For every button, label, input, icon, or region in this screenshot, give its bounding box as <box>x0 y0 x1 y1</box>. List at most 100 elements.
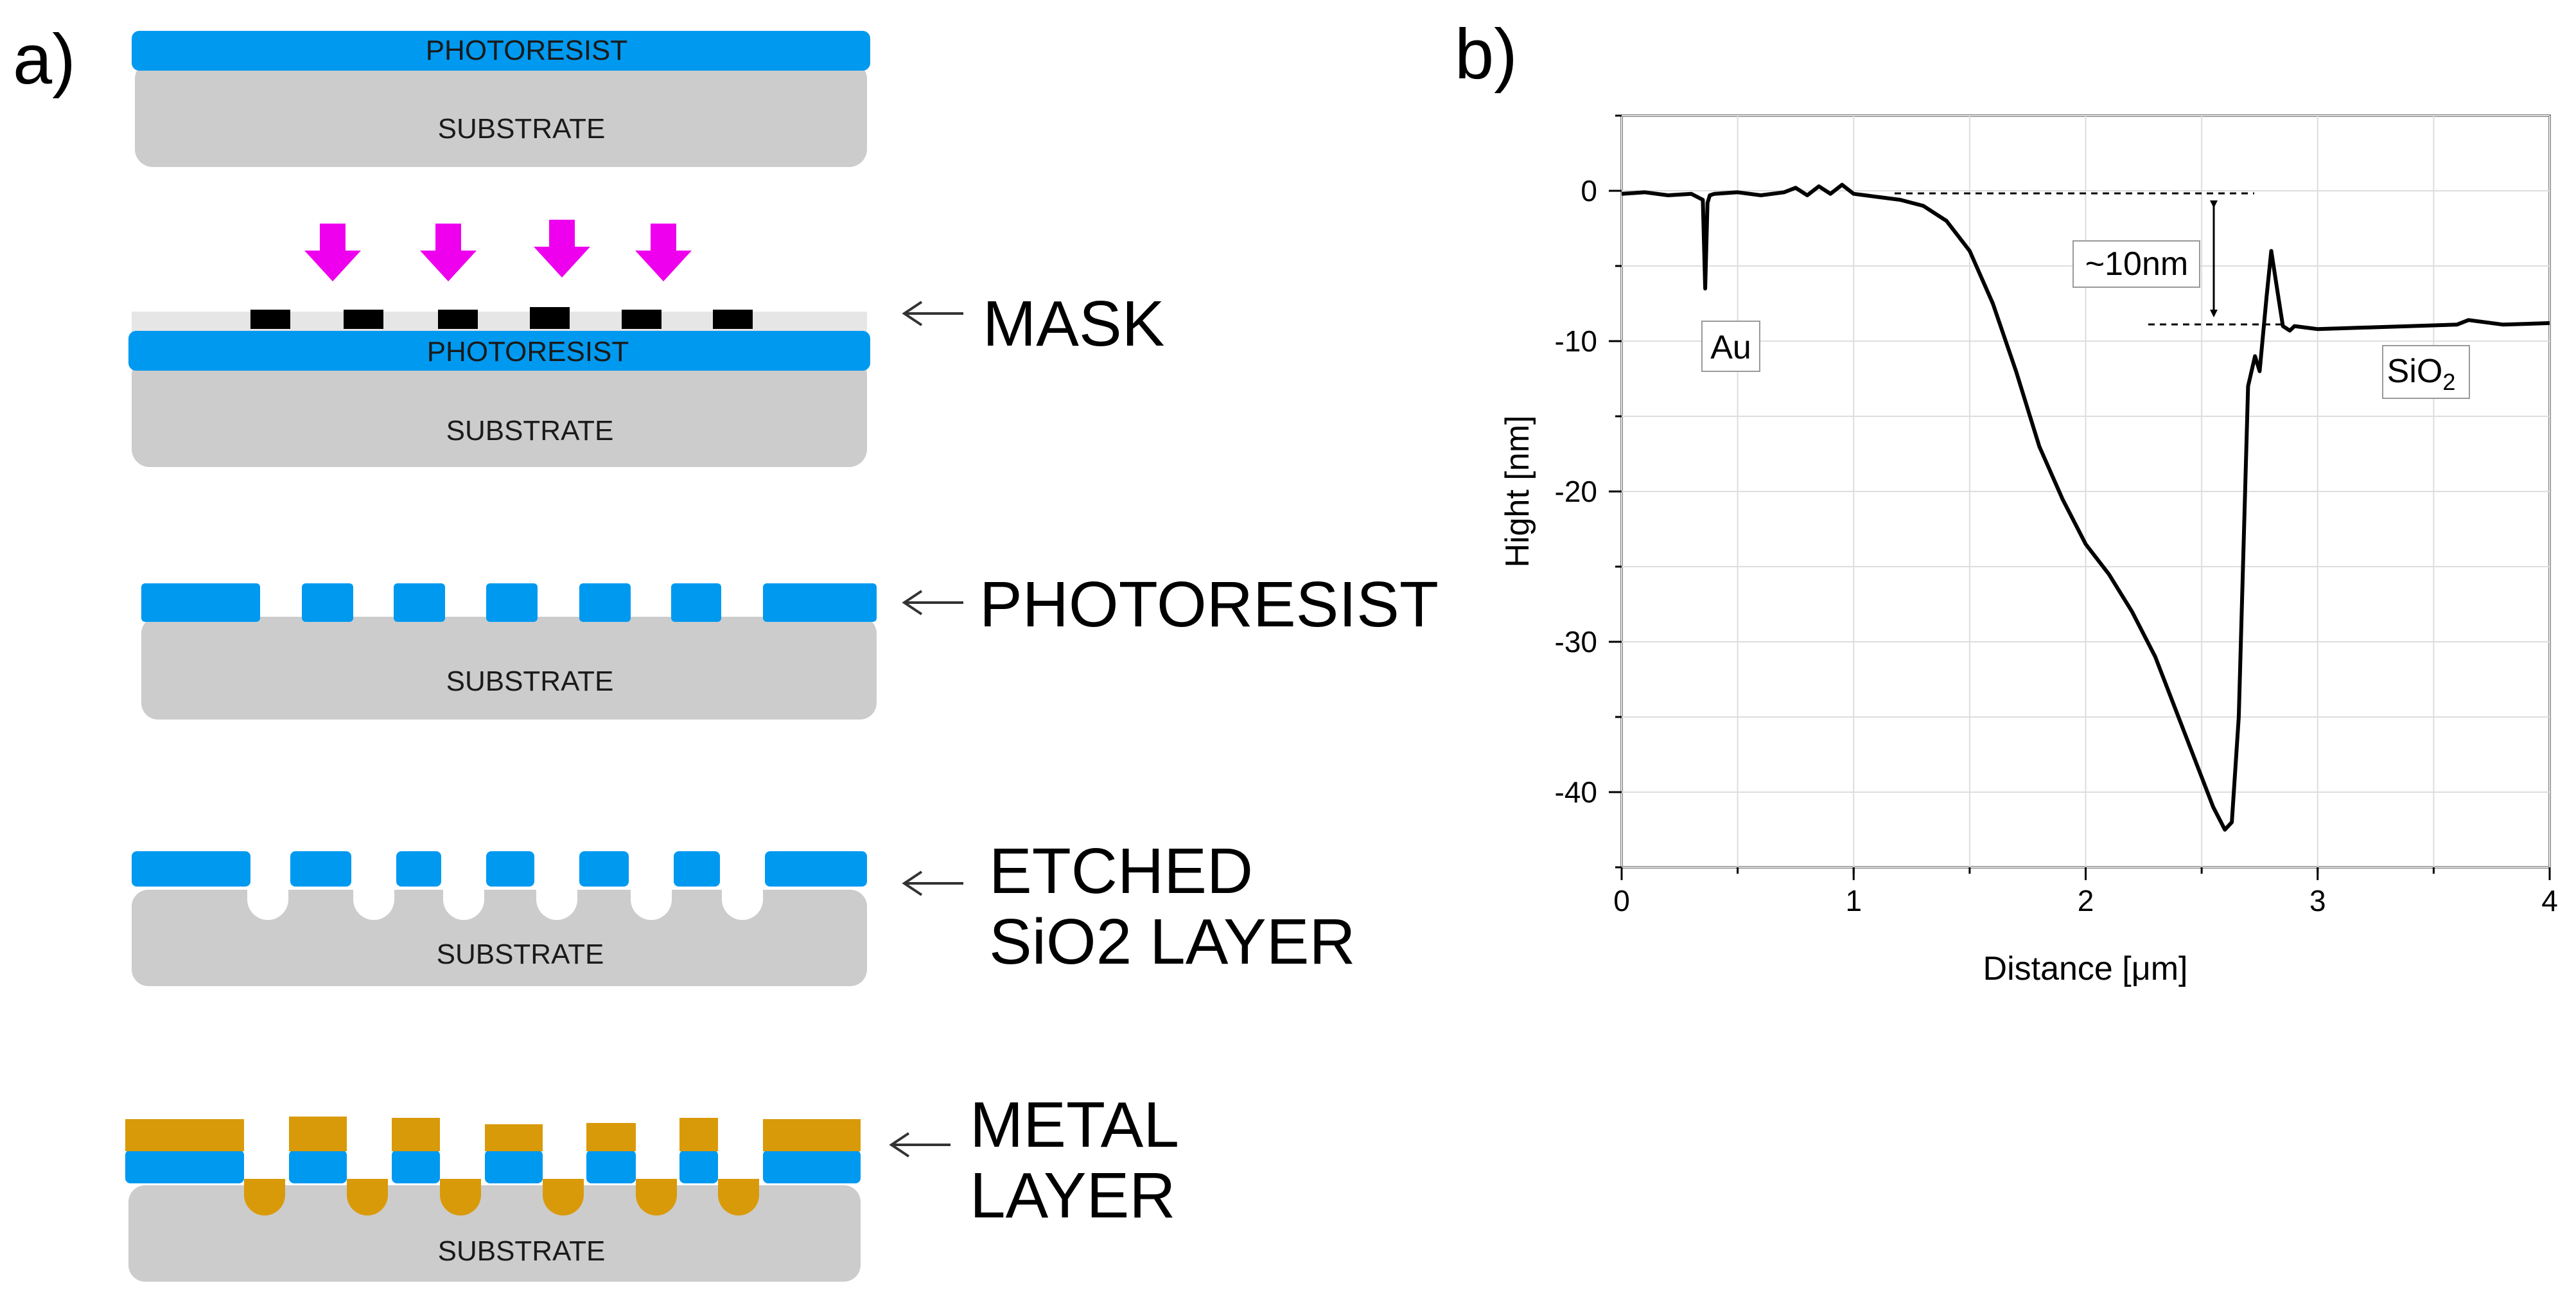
photoresist-layer <box>132 31 870 71</box>
step-5-side-label-line-1: METAL <box>970 1089 1179 1161</box>
photoresist-layer <box>128 331 870 371</box>
y-tick-label: -30 <box>1555 625 1597 658</box>
substrate-layer <box>135 61 867 167</box>
x-tick-label: 4 <box>2541 884 2558 917</box>
etched-pit <box>536 883 577 920</box>
metal-deposit <box>543 1179 584 1215</box>
metal-deposit <box>636 1179 677 1215</box>
pointer-arrow-icon <box>902 590 963 615</box>
etched-pit <box>631 883 672 920</box>
substrate-layer <box>132 890 867 986</box>
photoresist-segment <box>289 1150 347 1183</box>
sio2-label: SiO2 <box>2387 353 2456 395</box>
etched-pit <box>247 883 288 920</box>
step-2-side-label: MASK <box>983 288 1164 360</box>
x-tick-label: 0 <box>1613 884 1630 917</box>
mask-block <box>622 310 662 329</box>
metal-segment <box>392 1118 440 1151</box>
substrate-layer-label: SUBSTRATE <box>437 939 604 970</box>
metal-segment <box>586 1123 636 1151</box>
step-height-box <box>2072 240 2200 288</box>
step-3-side-label: PHOTORESIST <box>979 569 1439 641</box>
photoresist-segment <box>586 1150 636 1183</box>
photoresist-pattern <box>125 1150 861 1183</box>
metal-deposit <box>347 1179 388 1215</box>
y-axis-title: Hight [nm] <box>1499 416 1536 568</box>
au-label: Au <box>1710 329 1751 366</box>
step-1-stack: PHOTORESIST SUBSTRATE <box>132 31 870 167</box>
uv-arrow-icon <box>534 220 590 278</box>
photoresist-segment <box>290 851 351 887</box>
photoresist-segment <box>679 1150 718 1183</box>
photoresist-segment <box>486 583 538 622</box>
substrate-layer <box>141 617 877 720</box>
step-3-stack: SUBSTRATE PHOTORESIST <box>141 569 1439 720</box>
grid-layer <box>1621 115 2550 868</box>
photoresist-segment <box>486 851 534 887</box>
photoresist-segment <box>763 1150 861 1183</box>
step-5-side-label-line-2: LAYER <box>970 1160 1176 1232</box>
step-4-side-label-line-1: ETCHED <box>989 835 1253 907</box>
panel-a: a) PHOTORESIST SUBSTRATE <box>13 20 1439 1282</box>
x-axis-title: Distance [μm] <box>1983 950 2188 987</box>
y-tick-label: -20 <box>1555 475 1597 508</box>
mask-plate <box>132 312 867 332</box>
photoresist-segment <box>394 583 445 622</box>
mask-block <box>713 310 753 329</box>
photoresist-segment <box>671 583 721 622</box>
metal-fill <box>244 1179 759 1215</box>
x-tick-label: 3 <box>2309 884 2326 917</box>
photoresist-segment <box>485 1150 543 1183</box>
panel-a-label: a) <box>13 20 76 99</box>
substrate-layer-label: SUBSTRATE <box>446 415 614 446</box>
step-4-stack: SUBSTRATE ETCHED SiO2 LAYER <box>132 835 1356 986</box>
step-2-stack: PHOTORESIST SUBSTRATE MASK <box>128 220 1164 467</box>
uv-arrow-icon <box>635 224 692 281</box>
sio2-label-box <box>2382 345 2470 399</box>
metal-segment <box>485 1124 543 1151</box>
y-tick-label: -10 <box>1555 324 1597 358</box>
etched-pit <box>353 883 394 920</box>
substrate-layer <box>128 1185 861 1282</box>
photoresist-layer-label: PHOTORESIST <box>427 336 629 367</box>
substrate-layer <box>132 357 867 467</box>
etched-pits <box>247 883 763 920</box>
mask-block <box>344 310 383 329</box>
metal-segment <box>289 1117 347 1151</box>
photoresist-segment <box>763 583 877 622</box>
photoresist-segment <box>579 583 631 622</box>
etched-pit <box>443 883 484 920</box>
etched-pit <box>722 883 763 920</box>
height-profile-line <box>1621 182 2550 832</box>
mask-blocks <box>250 307 753 329</box>
panel-b-label: b) <box>1455 15 1518 94</box>
substrate-layer-label: SUBSTRATE <box>438 113 606 145</box>
photoresist-layer-label: PHOTORESIST <box>426 35 628 66</box>
step-5-stack: SUBSTRATE METAL LAYER <box>125 1089 1179 1282</box>
uv-arrow-icon <box>304 224 361 281</box>
mask-block <box>250 310 290 329</box>
photoresist-segment <box>141 583 260 622</box>
photoresist-pattern <box>132 851 867 887</box>
substrate-layer-label: SUBSTRATE <box>438 1235 606 1267</box>
mask-block <box>438 310 478 329</box>
metal-segment <box>679 1118 718 1151</box>
mask-block <box>530 307 570 329</box>
x-tick-label: 2 <box>2078 884 2094 917</box>
pointer-arrow-icon <box>902 301 963 326</box>
photoresist-segment <box>302 583 353 622</box>
photoresist-segment <box>396 851 441 887</box>
photoresist-segment <box>765 851 867 887</box>
photoresist-segment <box>125 1150 244 1183</box>
metal-deposit <box>244 1179 285 1215</box>
photoresist-segment <box>392 1150 440 1183</box>
step-height-label: ~10nm <box>2085 245 2188 283</box>
metal-segment <box>125 1119 244 1151</box>
au-label-box <box>1701 321 1760 372</box>
photoresist-segment <box>132 851 250 887</box>
y-tick-label: 0 <box>1581 174 1597 208</box>
pointer-arrow-icon <box>889 1132 951 1158</box>
